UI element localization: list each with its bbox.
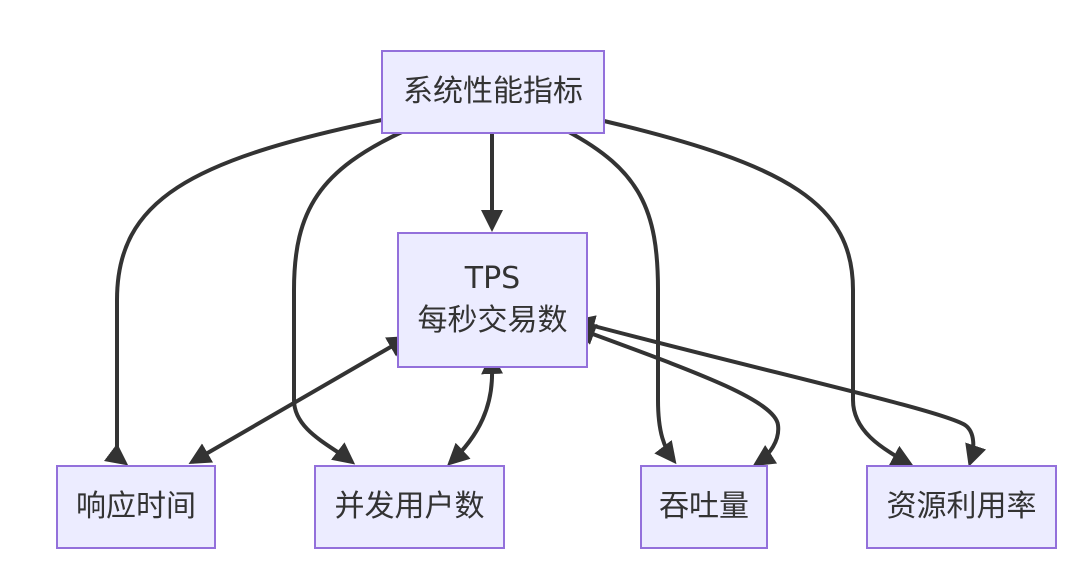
- node-response-time: 响应时间: [56, 465, 216, 549]
- edge-tps-throughput: [573, 324, 781, 467]
- node-response-time-label: 响应时间: [76, 489, 196, 524]
- node-root-label: 系统性能指标: [403, 74, 583, 109]
- node-tps-title: TPS: [464, 261, 521, 296]
- node-concurrent-users: 并发用户数: [314, 465, 505, 549]
- node-resource-utilization: 资源利用率: [866, 465, 1057, 549]
- node-tps-subtitle: 每秒交易数: [417, 303, 568, 338]
- edge-tps-concurrent-users: [447, 352, 504, 466]
- node-tps: TPS 每秒交易数: [397, 232, 588, 368]
- node-throughput-label: 吞吐量: [659, 489, 749, 524]
- node-system-performance-metrics: 系统性能指标: [381, 50, 605, 134]
- node-resource-utilization-label: 资源利用率: [886, 489, 1037, 524]
- node-throughput: 吞吐量: [640, 465, 768, 549]
- edge-root-to-response-time: [104, 118, 383, 466]
- edge-tps-response-time: [188, 335, 410, 465]
- edge-root-to-resource-utilization: [603, 119, 914, 466]
- edge-tps-resource-utilization: [572, 315, 987, 467]
- edge-root-to-concurrent-users: [292, 129, 405, 465]
- node-concurrent-users-label: 并发用户数: [334, 489, 485, 524]
